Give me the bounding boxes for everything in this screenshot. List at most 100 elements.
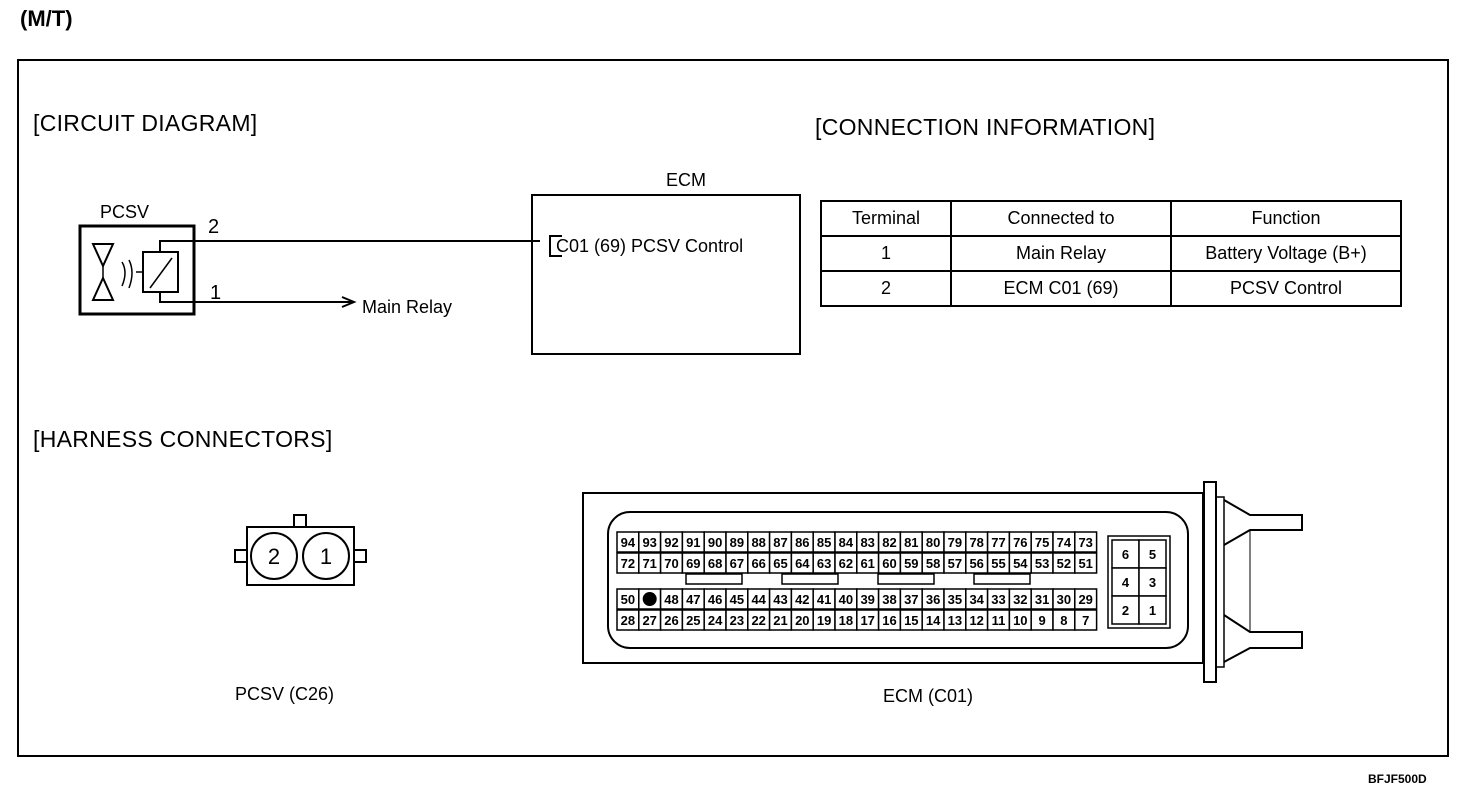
ecm-pin-67: 67 <box>730 556 744 571</box>
ecm-pin-94: 94 <box>621 535 636 550</box>
ecm-pin-57: 57 <box>948 556 962 571</box>
ecm-pin-48: 48 <box>664 592 678 607</box>
circuit-diagram-title: [CIRCUIT DIAGRAM] <box>33 110 258 136</box>
ecm-pin-87: 87 <box>773 535 787 550</box>
ecm-pin-44: 44 <box>751 592 766 607</box>
pin1-label: 1 <box>210 282 222 304</box>
ecm-pin-75: 75 <box>1035 535 1049 550</box>
ecm-pin-cell <box>1074 609 1098 631</box>
ecm-pin-60: 60 <box>882 556 896 571</box>
ecm-pin-74: 74 <box>1057 535 1072 550</box>
ecm-pin-59: 59 <box>904 556 918 571</box>
cell-function: Battery Voltage (B+) <box>1170 235 1402 272</box>
ecm-pin-56: 56 <box>969 556 983 571</box>
ecm-pin-53: 53 <box>1035 556 1049 571</box>
ecm-pin-76: 76 <box>1013 535 1027 550</box>
ecm-pin-bracket <box>549 235 562 257</box>
ecm-pin-66: 66 <box>751 556 765 571</box>
ecm-pin-15: 15 <box>904 613 918 628</box>
ecm-pin-47: 47 <box>686 592 700 607</box>
ecm-pin-72: 72 <box>621 556 635 571</box>
ecm-pin-25: 25 <box>686 613 700 628</box>
ecm-pin-73: 73 <box>1078 535 1092 550</box>
ecm-pin-13: 13 <box>948 613 962 628</box>
ecm-pin-93: 93 <box>642 535 656 550</box>
header-terminal: Terminal <box>820 200 952 237</box>
ecm-key-tab <box>973 573 1031 585</box>
ecm-pin-84: 84 <box>839 535 854 550</box>
harness-connectors-title: [HARNESS CONNECTORS] <box>33 426 333 452</box>
ecm-pin-90: 90 <box>708 535 722 550</box>
ecm-pin-78: 78 <box>969 535 983 550</box>
ecm-pin-29: 29 <box>1078 592 1092 607</box>
ecm-side-pin-cell <box>1111 567 1140 597</box>
ecm-pin-62: 62 <box>839 556 853 571</box>
ecm-side-pin-2: 2 <box>1122 603 1129 618</box>
pcsv-connector: 2 1 <box>234 514 367 586</box>
ecm-side-pin-1: 1 <box>1149 603 1156 618</box>
ecm-pin-42: 42 <box>795 592 809 607</box>
cell-terminal: 2 <box>820 270 952 307</box>
pcsv-pin-2: 2 <box>268 544 280 569</box>
ecm-pin-54: 54 <box>1013 556 1028 571</box>
ecm-pin-58: 58 <box>926 556 940 571</box>
wire-pin1 <box>159 292 352 303</box>
ecm-pin-20: 20 <box>795 613 809 628</box>
ecm-pin-cell <box>1074 552 1098 574</box>
ecm-pin-43: 43 <box>773 592 787 607</box>
ecm-pin-81: 81 <box>904 535 918 550</box>
diagram-frame <box>17 59 1449 757</box>
ecm-pin-55: 55 <box>991 556 1005 571</box>
ecm-pin-83: 83 <box>860 535 874 550</box>
ecm-pin-70: 70 <box>664 556 678 571</box>
ecm-pin-27: 27 <box>642 613 656 628</box>
ecm-key-tab <box>781 573 839 585</box>
ecm-pin-cell <box>1074 588 1098 610</box>
figure-code: BFJF500D <box>1368 772 1427 786</box>
connection-table: Terminal Connected to Function 1 Main Re… <box>820 200 1402 307</box>
ecm-box <box>531 194 801 355</box>
ecm-pin-28: 28 <box>621 613 635 628</box>
cell-connected-to: Main Relay <box>950 235 1172 272</box>
ecm-pin-26: 26 <box>664 613 678 628</box>
ecm-pin-32: 32 <box>1013 592 1027 607</box>
ecm-pin-17: 17 <box>860 613 874 628</box>
ecm-pin-52: 52 <box>1057 556 1071 571</box>
ecm-pin-7: 7 <box>1082 613 1089 628</box>
ecm-pin-cell <box>1074 531 1098 553</box>
ecm-pin-22: 22 <box>751 613 765 628</box>
table-row: 2 ECM C01 (69) PCSV Control <box>820 270 1402 307</box>
ecm-pin-49-filled <box>642 592 657 606</box>
ecm-key-tab <box>685 573 743 585</box>
ecm-pin-18: 18 <box>839 613 853 628</box>
ecm-pin-46: 46 <box>708 592 722 607</box>
ecm-pin-label: C01 (69) PCSV Control <box>556 236 744 256</box>
ecm-pin-38: 38 <box>882 592 896 607</box>
ecm-pin-86: 86 <box>795 535 809 550</box>
mode-label: (M/T) <box>20 6 73 31</box>
main-relay-label: Main Relay <box>362 297 453 317</box>
table-row: 1 Main Relay Battery Voltage (B+) <box>820 235 1402 272</box>
ecm-pin-89: 89 <box>730 535 744 550</box>
ecm-pin-9: 9 <box>1038 613 1045 628</box>
ecm-pin-24: 24 <box>708 613 723 628</box>
ecm-pin-41: 41 <box>817 592 831 607</box>
pcsv-pin-1: 1 <box>320 544 332 569</box>
ecm-pin-23: 23 <box>730 613 744 628</box>
ecm-pin-30: 30 <box>1057 592 1071 607</box>
ecm-pin-8: 8 <box>1060 613 1067 628</box>
ecm-side-pin-6: 6 <box>1122 547 1129 562</box>
pcsv-box <box>78 224 196 316</box>
ecm-side-pin-3: 3 <box>1149 575 1156 590</box>
valve-icon <box>91 243 115 269</box>
ecm-side-pin-4: 4 <box>1122 575 1130 590</box>
pin2-label: 2 <box>208 216 220 238</box>
arrow-icon <box>341 296 357 308</box>
ecm-pin-50: 50 <box>621 592 635 607</box>
ecm-pin-35: 35 <box>948 592 962 607</box>
cell-function: PCSV Control <box>1170 270 1402 307</box>
ecm-pin-45: 45 <box>730 592 744 607</box>
ecm-pin-40: 40 <box>839 592 853 607</box>
ecm-pin-91: 91 <box>686 535 700 550</box>
